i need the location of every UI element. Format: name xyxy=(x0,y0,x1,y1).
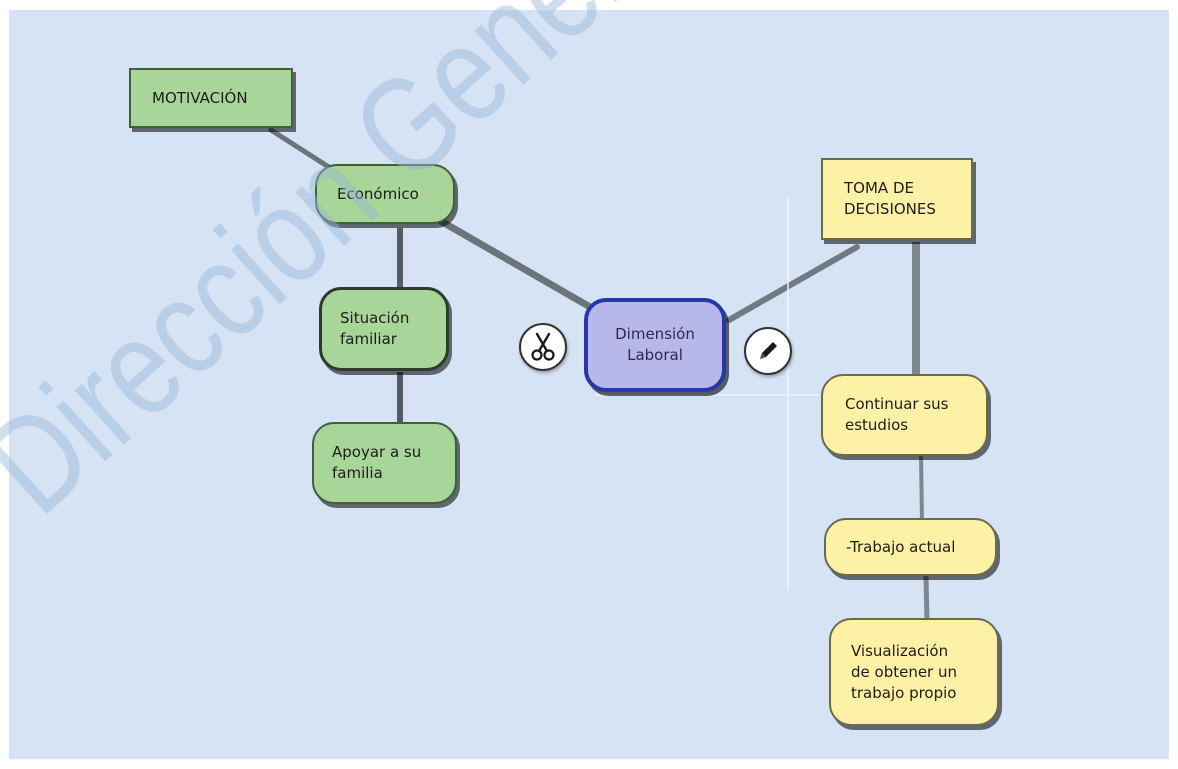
node-visualizacion-label: Visualización de obtener un trabajo prop… xyxy=(851,641,958,702)
node-dimension-laboral[interactable]: Dimensión Laboral xyxy=(584,298,726,392)
node-situacion-familiar[interactable]: Situación familiar xyxy=(319,287,449,371)
node-economico[interactable]: Económico xyxy=(315,164,455,224)
node-situacion-familiar-label: Situación familiar xyxy=(340,309,410,348)
node-motivacion-label: MOTIVACIÓN xyxy=(152,88,248,107)
node-apoyar-familia[interactable]: Apoyar a su familia xyxy=(312,422,457,504)
link-continuar-trabajo xyxy=(919,454,924,523)
mind-map-canvas: MOTIVACIÓN Económico Situación familiar … xyxy=(9,10,1169,759)
node-continuar-estudios-label: Continuar sus estudios xyxy=(845,395,949,434)
node-motivacion[interactable]: MOTIVACIÓN xyxy=(129,68,293,128)
cut-button[interactable] xyxy=(519,323,567,371)
connector-lines xyxy=(268,127,930,623)
node-toma-de-decisiones-label: TOMA DE DECISIONES xyxy=(844,179,936,218)
scissors-icon xyxy=(531,332,555,361)
node-economico-label: Económico xyxy=(337,184,419,203)
node-visualizacion[interactable]: Visualización de obtener un trabajo prop… xyxy=(829,618,999,726)
node-trabajo-actual[interactable]: -Trabajo actual xyxy=(824,518,997,576)
node-trabajo-actual-label: -Trabajo actual xyxy=(846,537,956,556)
pencil-icon xyxy=(760,342,777,359)
node-dimension-laboral-label: Dimensión Laboral xyxy=(615,325,695,364)
link-center-toma xyxy=(726,244,860,323)
node-apoyar-familia-label: Apoyar a su familia xyxy=(332,443,422,482)
link-trabajo-visualizacion xyxy=(923,575,930,623)
edit-button[interactable] xyxy=(744,327,792,375)
node-continuar-estudios[interactable]: Continuar sus estudios xyxy=(821,374,988,456)
node-toma-de-decisiones[interactable]: TOMA DE DECISIONES xyxy=(821,158,973,240)
link-economico-center xyxy=(435,216,608,319)
